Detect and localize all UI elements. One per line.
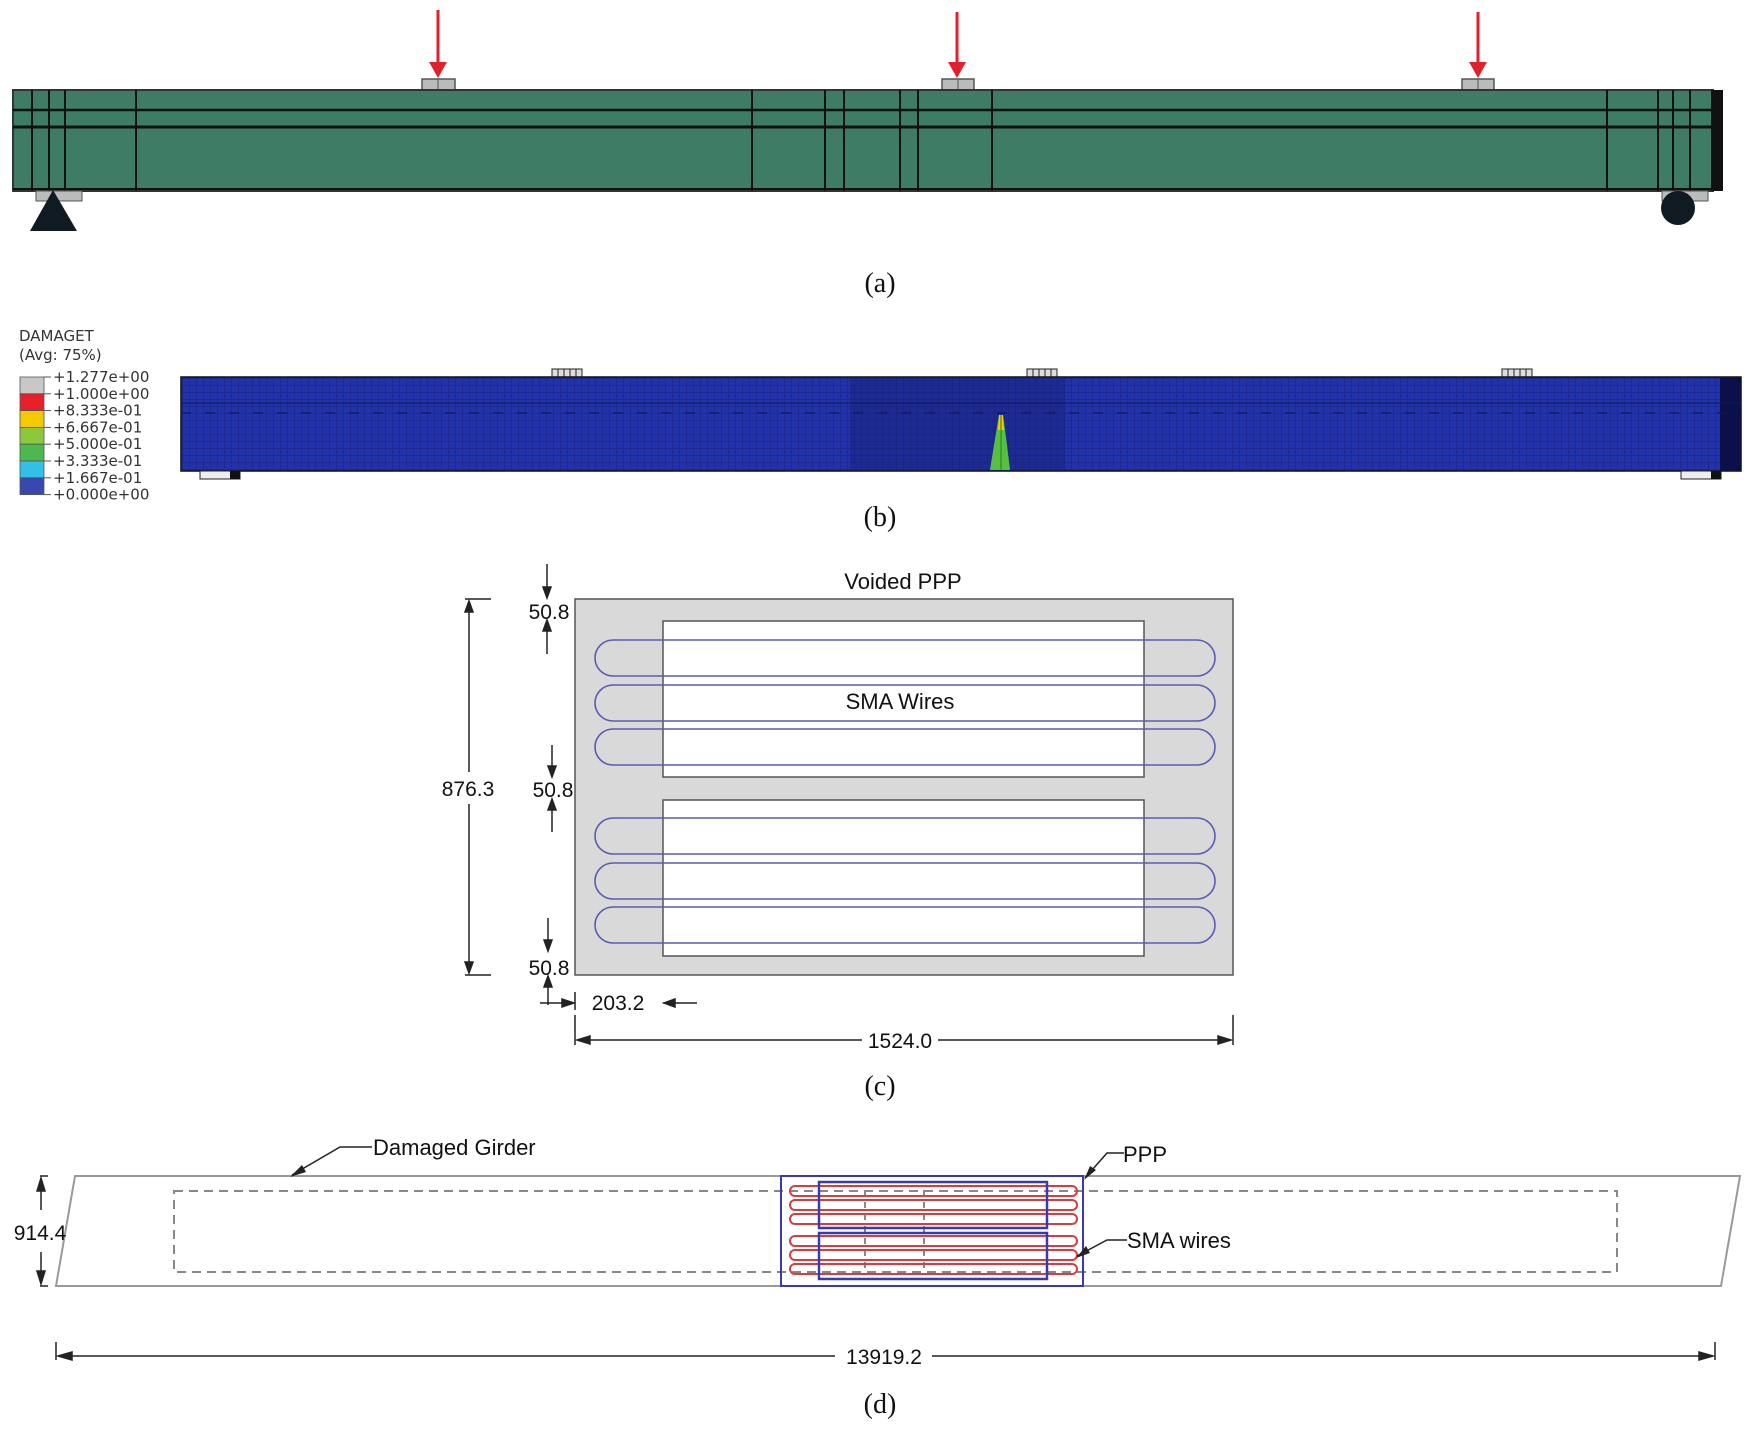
legend-tick-label: +5.000e-01 xyxy=(53,435,142,453)
legend-band xyxy=(19,393,45,411)
load-arrow xyxy=(948,12,966,78)
ppp-title: Voided PPP xyxy=(844,569,961,594)
top-cover-dimension xyxy=(541,564,553,654)
side-offset-label: 203.2 xyxy=(592,992,645,1015)
damaged-girder-outline xyxy=(54,1175,1742,1287)
damage-legend-ticks: +1.277e+00+1.000e+00+8.333e-01+6.667e-01… xyxy=(44,368,149,504)
legend-band xyxy=(19,410,45,428)
void-bottom xyxy=(662,799,1145,957)
legend-tick-label: +0.000e+00 xyxy=(53,486,149,504)
pin-support-icon xyxy=(30,190,77,231)
middle-gap-label: 50.8 xyxy=(533,779,574,802)
legend-tick-label: +6.667e-01 xyxy=(53,418,142,436)
depth-dimension xyxy=(35,1175,48,1287)
bottom-cover-dimension xyxy=(542,918,554,1005)
ppp-void-top xyxy=(817,1180,1049,1230)
ppp-outline xyxy=(780,1175,1084,1287)
width-dimension xyxy=(574,1015,1234,1046)
depth-dimension-label: 914.4 xyxy=(14,1222,67,1245)
panel-a: (a) xyxy=(12,10,1723,299)
width-dimension-label: 1524.0 xyxy=(868,1030,932,1053)
girder-void-outline xyxy=(173,1190,1618,1273)
legend-band xyxy=(19,443,45,462)
sma-wire-loop xyxy=(789,1199,1078,1211)
sma-wire-loop xyxy=(789,1185,1078,1197)
loading-plate xyxy=(1026,368,1058,378)
caption-c: (c) xyxy=(864,1071,895,1102)
damaged-girder-leader xyxy=(290,1146,372,1177)
sma-wire-loop xyxy=(789,1263,1078,1275)
legend-band xyxy=(19,477,45,495)
sma-wire-loop xyxy=(594,862,1216,900)
height-dimension xyxy=(463,598,491,976)
top-cover-label: 50.8 xyxy=(529,601,570,624)
damaged-girder-label: Damaged Girder xyxy=(373,1135,536,1160)
sma-wire-loop xyxy=(594,817,1216,855)
crack-damage-zone xyxy=(990,415,1010,470)
legend-tick-label: +3.333e-01 xyxy=(53,452,142,470)
ppp-label: PPP xyxy=(1123,1142,1167,1167)
legend-band xyxy=(19,376,45,395)
sma-wire-loop xyxy=(594,906,1216,944)
ppp-leader xyxy=(1084,1152,1124,1180)
sma-wire-loop xyxy=(789,1235,1078,1247)
legend-tick-label: +1.000e+00 xyxy=(53,385,149,403)
legend-title: DAMAGET xyxy=(19,327,95,345)
ppp-void-bottom xyxy=(817,1231,1049,1281)
void-top xyxy=(662,620,1145,778)
panel-d: Damaged Girder PPP SMA wires 914.4 xyxy=(14,1135,1742,1420)
length-dimension xyxy=(55,1342,1716,1361)
middle-gap-dimension xyxy=(546,745,558,832)
sma-wire-loop xyxy=(789,1213,1078,1225)
legend-tick-label: +8.333e-01 xyxy=(53,402,142,420)
bottom-cover-label: 50.8 xyxy=(529,957,570,980)
length-dimension-label: 13919.2 xyxy=(846,1346,922,1369)
caption-d: (d) xyxy=(864,1389,897,1420)
left-bearing-plate xyxy=(35,190,83,202)
legend-band xyxy=(19,460,45,479)
sma-wire-loop xyxy=(594,684,1216,722)
sma-wire-loop xyxy=(789,1249,1078,1261)
height-dimension-label: 876.3 xyxy=(442,778,495,801)
caption-a: (a) xyxy=(864,268,895,299)
legend-subtitle: (Avg: 75%) xyxy=(19,346,102,364)
sma-wires-leader xyxy=(1076,1239,1127,1258)
legend-band xyxy=(19,426,45,445)
load-arrow xyxy=(1469,12,1487,78)
damage-legend xyxy=(19,376,45,495)
roller-support-icon xyxy=(1661,191,1695,225)
damage-contour-girder xyxy=(180,376,1742,472)
left-bearing-plate xyxy=(199,470,241,480)
legend-tick-label: +1.277e+00 xyxy=(53,368,149,386)
sma-wires-label-d: SMA wires xyxy=(1127,1228,1231,1253)
sma-wire-loop xyxy=(594,639,1216,677)
girder-model xyxy=(12,89,1723,192)
loading-plate xyxy=(1501,368,1533,378)
loading-plate xyxy=(551,368,583,378)
sma-wire-loop xyxy=(594,728,1216,766)
sma-wires-layout xyxy=(789,1185,1078,1275)
legend-tick-label: +1.667e-01 xyxy=(53,469,142,487)
right-bearing-plate xyxy=(1680,470,1722,480)
side-offset-dimension xyxy=(540,992,697,1010)
sma-wires-label: SMA Wires xyxy=(846,689,955,714)
sma-wires xyxy=(594,639,1216,944)
load-arrow xyxy=(429,10,447,78)
panel-b: DAMAGET (Avg: 75%) +1.277e+00+1.000e+00+… xyxy=(19,327,1742,533)
caption-b: (b) xyxy=(864,502,897,533)
panel-c: Voided PPP SMA Wires 876.3 50.8 xyxy=(442,564,1234,1102)
